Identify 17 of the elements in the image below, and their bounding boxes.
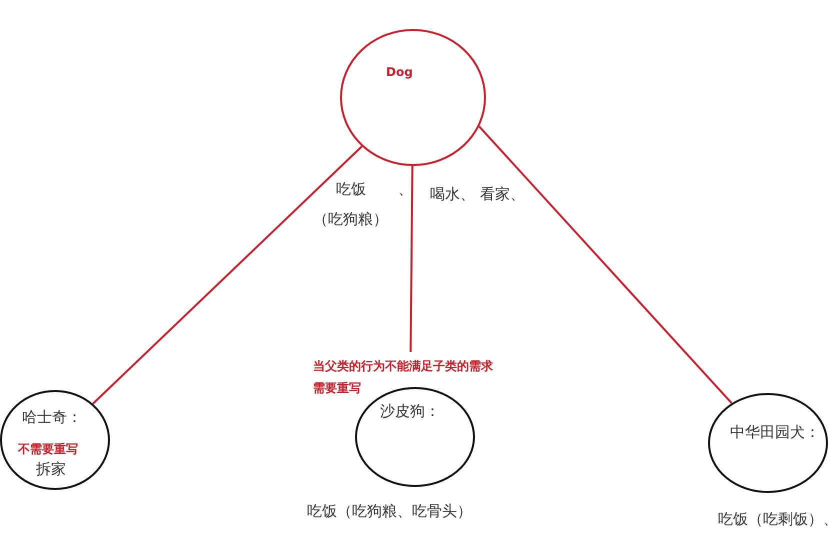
node-label: 拆家 (36, 460, 66, 478)
node-label: 中华田园犬： (730, 423, 820, 441)
connector-line (410, 166, 414, 352)
connector-line (478, 126, 732, 404)
label-text: 喝水、 (430, 185, 475, 203)
note-text: 当父类的行为不能满足子类的需求需要重写 (313, 358, 494, 397)
node-label: 哈士奇： (22, 408, 82, 426)
note-text: Dog (386, 64, 413, 81)
caption-text: 吃饭（吃剩饭）、 (718, 510, 838, 528)
note-text: 不需要重写 (18, 441, 78, 458)
label-text: （吃狗粮） (313, 210, 388, 228)
label-text: 、 (398, 180, 413, 198)
caption-text: 吃饭（吃狗粮、吃骨头） (307, 502, 472, 520)
label-text: 吃饭 (336, 180, 366, 198)
label-text: 看家、 (480, 185, 525, 203)
connector-line (92, 146, 363, 404)
node-label: 沙皮狗： (380, 402, 440, 420)
